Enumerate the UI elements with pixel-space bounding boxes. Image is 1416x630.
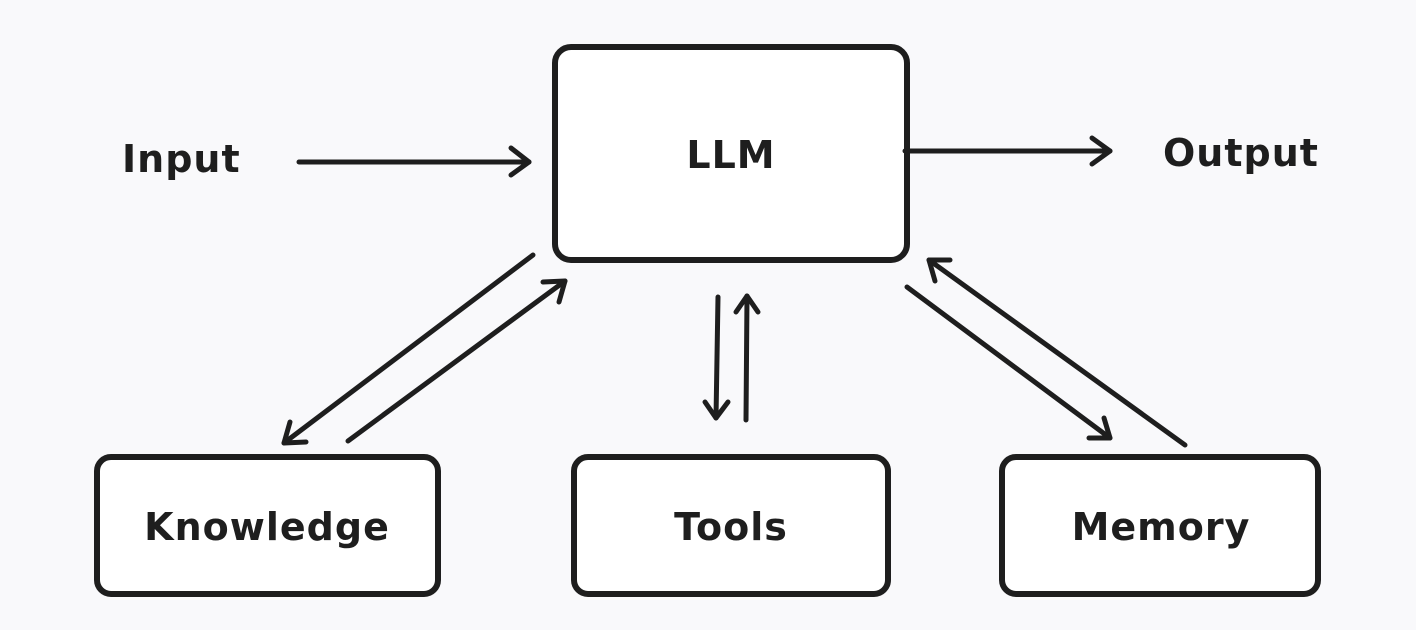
arrow-llm-to-tools [702, 294, 731, 421]
memory-label: Memory [1072, 505, 1251, 549]
arrow-knowledge-to-llm [345, 278, 568, 444]
tools-box [571, 454, 891, 597]
knowledge-box [94, 454, 441, 597]
llm-label: LLM [686, 133, 775, 177]
arrow-memory-to-llm [926, 257, 1188, 448]
arrow-llm-to-output [902, 135, 1113, 167]
memory-box [999, 454, 1321, 597]
arrow-llm-to-memory [904, 284, 1113, 441]
output-label: Output [1163, 131, 1319, 175]
input-label: Input [122, 137, 241, 181]
tools-label: Tools [674, 505, 788, 549]
arrow-tools-to-llm [733, 293, 761, 423]
arrow-llm-to-knowledge [281, 252, 536, 446]
arrow-input-to-llm [296, 145, 532, 178]
knowledge-label: Knowledge [144, 505, 390, 549]
